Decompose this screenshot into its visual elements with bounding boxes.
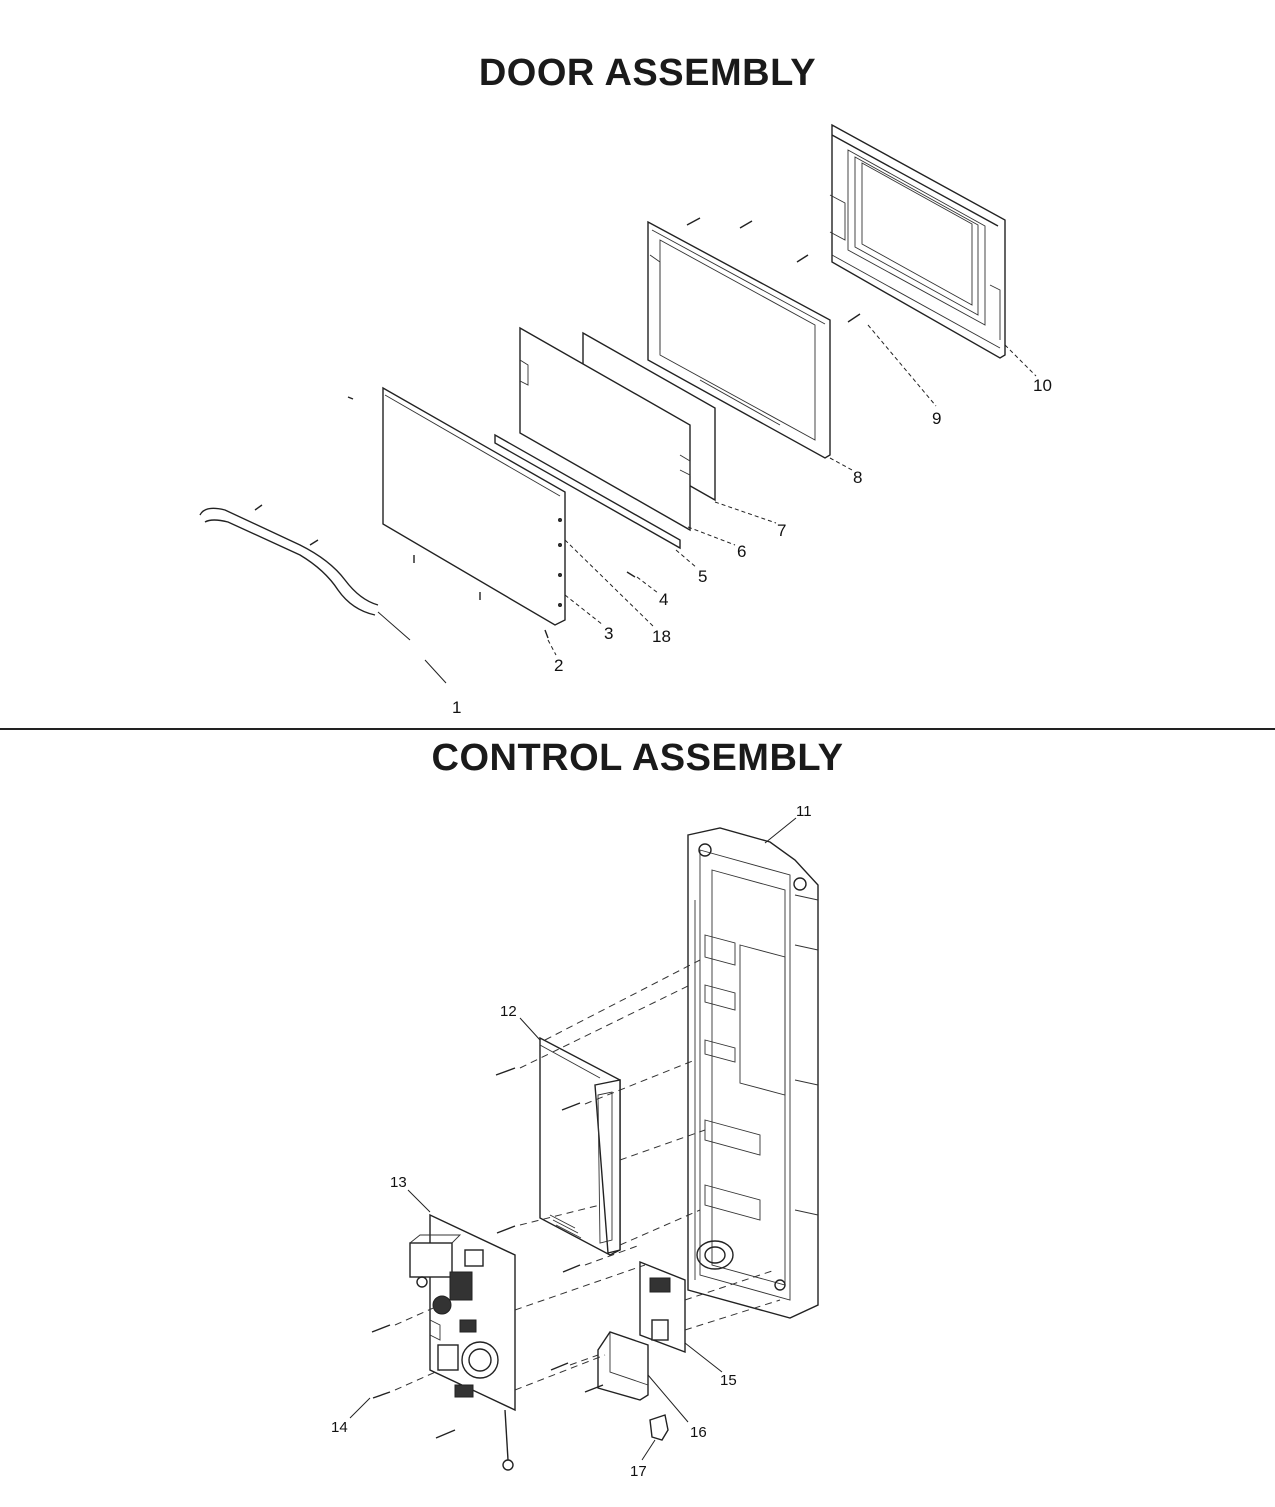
part-10-door-frame bbox=[829, 123, 1006, 359]
callout-10: 10 bbox=[1033, 376, 1052, 395]
callout-6: 6 bbox=[737, 542, 746, 561]
part-16-bracket bbox=[597, 1331, 649, 1401]
callout-14: 14 bbox=[331, 1419, 348, 1436]
callout-16: 16 bbox=[690, 1424, 707, 1441]
part-8-inner-frame bbox=[647, 220, 831, 459]
callout-4: 4 bbox=[659, 590, 668, 609]
callout-7: 7 bbox=[777, 521, 786, 540]
part-15-relay-board bbox=[639, 1260, 686, 1354]
part-screw-mark bbox=[347, 396, 354, 400]
callout-3: 3 bbox=[604, 624, 613, 643]
part-6-panel bbox=[519, 326, 691, 532]
part-5-strip bbox=[494, 433, 681, 550]
door-leader-lines bbox=[377, 324, 1037, 684]
part-3-front-panel bbox=[382, 386, 566, 626]
callout-18: 18 bbox=[652, 627, 671, 646]
part-14-screws bbox=[371, 1067, 604, 1439]
door-assembly-title: DOOR ASSEMBLY bbox=[478, 52, 817, 94]
part-11-control-housing bbox=[687, 827, 819, 1319]
callout-15: 15 bbox=[720, 1372, 737, 1389]
control-assembly-title: CONTROL ASSEMBLY bbox=[431, 737, 844, 779]
callout-2: 2 bbox=[554, 656, 563, 675]
control-assembly-lines bbox=[394, 959, 781, 1391]
callout-5: 5 bbox=[698, 567, 707, 586]
callout-13: 13 bbox=[390, 1174, 407, 1191]
part-1-handle bbox=[199, 504, 379, 616]
callout-12: 12 bbox=[500, 1003, 517, 1020]
callout-8: 8 bbox=[853, 468, 862, 487]
callout-9: 9 bbox=[932, 409, 941, 428]
callout-17: 17 bbox=[630, 1463, 647, 1480]
callout-11: 11 bbox=[796, 803, 812, 820]
part-2-screw bbox=[544, 629, 549, 639]
control-leader-lines bbox=[349, 817, 797, 1461]
callout-1: 1 bbox=[452, 698, 461, 717]
part-12-display-board bbox=[539, 1036, 621, 1256]
section-divider bbox=[0, 728, 1275, 730]
part-9-screws bbox=[686, 217, 861, 323]
part-4-clip bbox=[626, 571, 636, 578]
part-13-power-board bbox=[409, 1213, 516, 1471]
part-17-clip bbox=[649, 1414, 669, 1441]
